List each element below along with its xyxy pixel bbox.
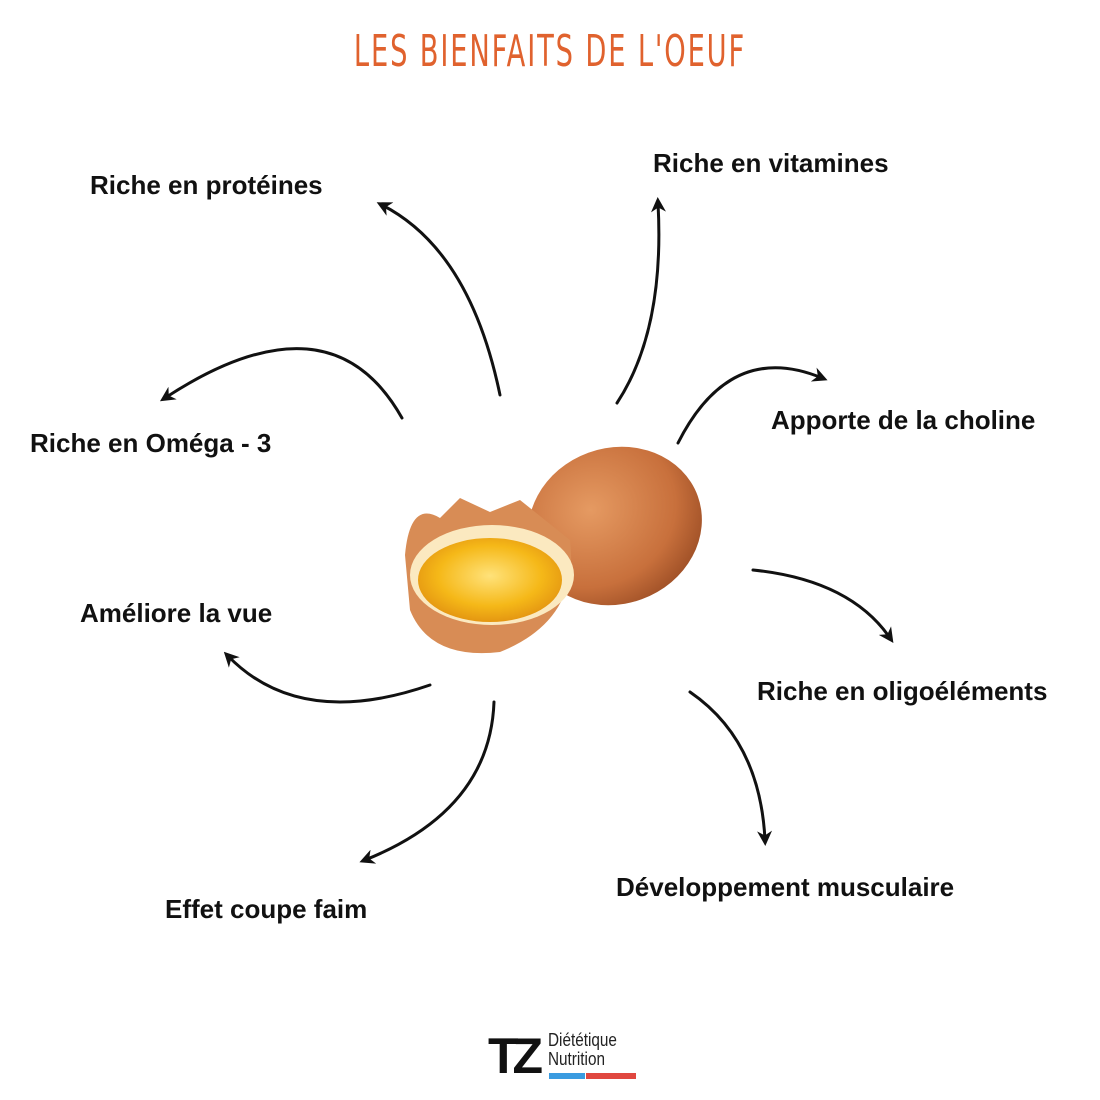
egg-yolk — [418, 538, 562, 622]
logo-mark: TZ — [488, 1028, 543, 1084]
arrow-musculaire — [688, 690, 773, 846]
page-title: LES BIENFAITS DE L'OEUF — [353, 26, 747, 77]
benefit-proteines: Riche en protéines — [90, 170, 323, 200]
benefit-vue: Améliore la vue — [80, 598, 273, 628]
benefit-omega3: Riche en Oméga - 3 — [30, 428, 272, 458]
arrow-coupe-faim — [359, 700, 496, 864]
logo-text-line1: Diététique — [548, 1030, 617, 1050]
egg-illustration — [405, 446, 702, 654]
benefit-coupe-faim: Effet coupe faim — [165, 894, 368, 924]
arrow-proteines — [376, 202, 502, 397]
arrow-vue — [223, 651, 432, 704]
logo-blue-bar — [549, 1073, 585, 1079]
arrow-vitamines — [615, 197, 666, 405]
benefit-choline: Apporte de la choline — [771, 405, 1036, 435]
benefit-musculaire: Développement musculaire — [616, 872, 955, 902]
arrow-omega — [159, 347, 404, 420]
logo-red-bar — [586, 1073, 636, 1079]
arrow-oligo — [751, 568, 894, 643]
brand-logo: TZ Diététique Nutrition — [488, 1030, 648, 1085]
benefit-oligoelements: Riche en oligoéléments — [757, 676, 1048, 706]
logo-text-line2: Nutrition — [548, 1049, 605, 1069]
benefit-vitamines: Riche en vitamines — [653, 148, 889, 178]
arrow-choline — [676, 366, 828, 445]
